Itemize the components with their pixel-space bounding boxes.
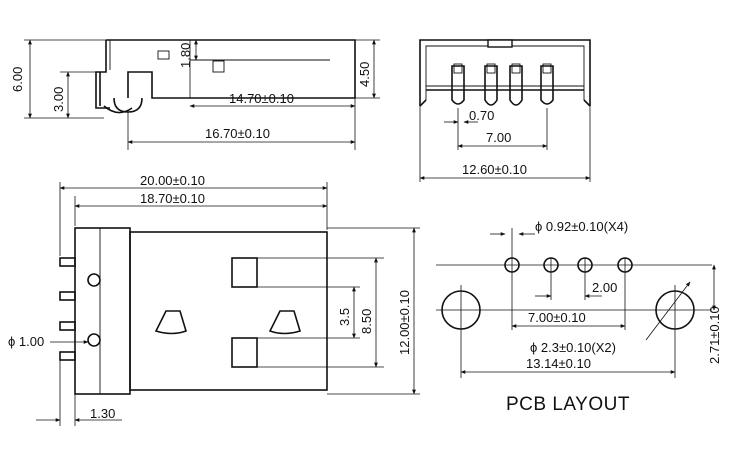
dim-tab: 1.80 xyxy=(178,43,193,68)
dim-mount-span: 13.14±0.10 xyxy=(526,356,591,371)
top-view: 20.00±0.10 18.70±0.10 3.5 8.50 12.00±0.1… xyxy=(8,173,420,426)
dim-pin-holes: ϕ 0.92±0.10(X4) xyxy=(535,219,628,234)
dim-total-length: 20.00±0.10 xyxy=(140,173,205,188)
side-view: 6.00 3.00 4.50 1.80 14.70±0.10 16.70±0.1… xyxy=(10,39,380,150)
dim-window-span: 8.50 xyxy=(359,309,374,334)
locating-hole xyxy=(87,333,101,347)
dim-pin-span: 7.00 xyxy=(486,130,511,145)
end-view-pins xyxy=(451,63,554,106)
end-view: 0.70 7.00 12.60±0.10 xyxy=(419,39,591,182)
dim-pin-span: 7.00±0.10 xyxy=(528,310,586,325)
dim-body-height: 4.50 xyxy=(357,62,372,87)
dim-offset-v: 2.71±0.10 xyxy=(707,306,722,364)
top-view-pins xyxy=(59,257,76,361)
dim-total-width: 12.60±0.10 xyxy=(462,162,527,177)
dim-mount-holes: ϕ 2.3±0.10(X2) xyxy=(530,340,616,355)
dim-window-gap: 3.5 xyxy=(337,308,352,326)
dim-body-length: 18.70±0.10 xyxy=(140,191,205,206)
dim-height-total: 6.00 xyxy=(10,67,25,92)
dim-pitch: 2.00 xyxy=(592,280,617,295)
dim-pin-width: 0.70 xyxy=(469,108,494,123)
dim-offset: 1.30 xyxy=(90,406,115,421)
pcb-layout-title: PCB LAYOUT xyxy=(506,394,630,415)
dim-hole: ϕ 1.00 xyxy=(8,334,44,349)
dim-len-outer: 16.70±0.10 xyxy=(205,126,270,141)
pcb-layout: ϕ 0.92±0.10(X4) 2.00 7.00±0.10 ϕ 2.3±0.1… xyxy=(436,219,722,415)
locating-hole xyxy=(87,273,101,287)
dim-len-inner: 14.70±0.10 xyxy=(229,91,294,106)
dim-width: 12.00±0.10 xyxy=(397,290,412,355)
dim-height-pin: 3.00 xyxy=(51,87,66,112)
